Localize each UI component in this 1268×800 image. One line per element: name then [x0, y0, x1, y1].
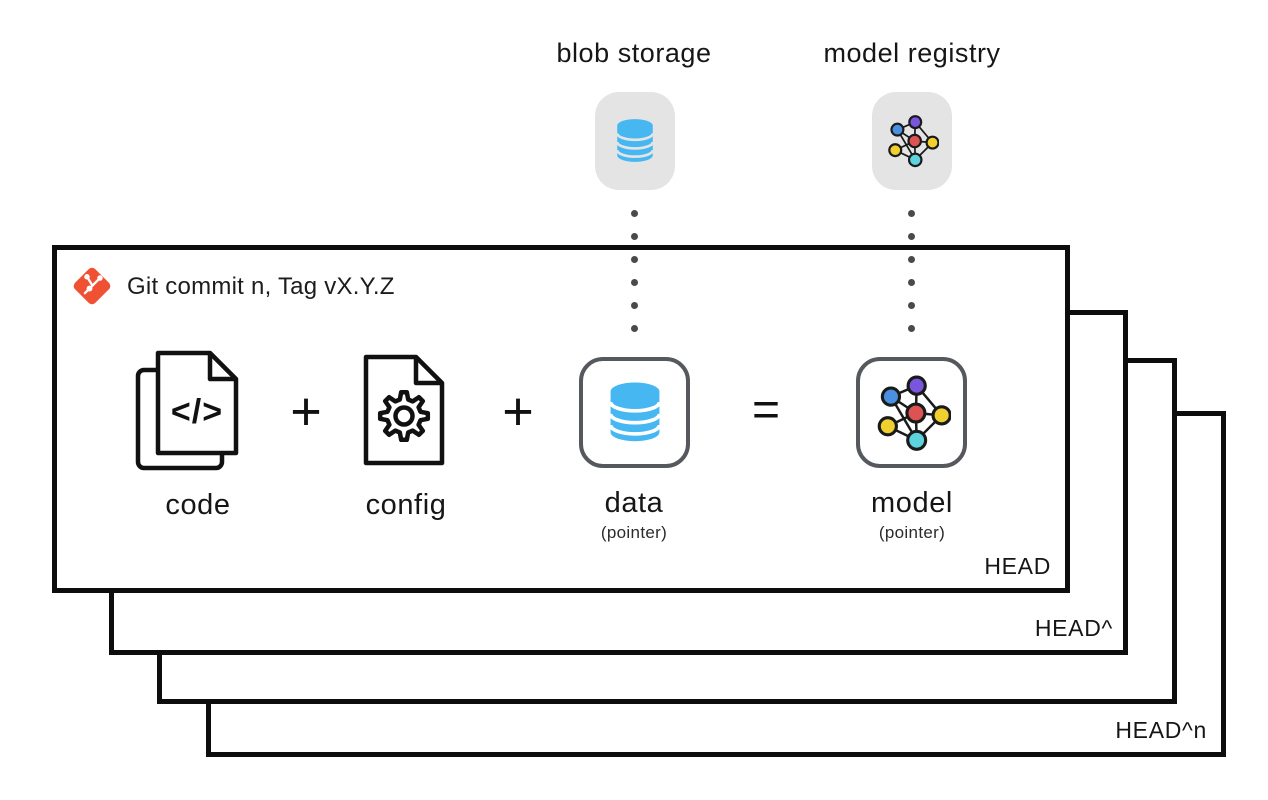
database-icon — [602, 378, 668, 447]
blob-storage-label: blob storage — [556, 38, 712, 68]
head-label: HEAD — [984, 553, 1051, 579]
dot — [908, 256, 915, 263]
blob-storage-connector — [631, 210, 638, 332]
model-label: model — [871, 487, 953, 519]
git-commit-title: Git commit n, Tag vX.Y.Z — [127, 273, 395, 300]
config-label: config — [365, 489, 447, 521]
dot — [631, 279, 638, 286]
dot — [908, 279, 915, 286]
plus-operator: + — [290, 381, 322, 442]
dot — [631, 210, 638, 217]
code-glyph: </> — [171, 393, 223, 431]
dot — [631, 256, 638, 263]
git-icon — [73, 267, 111, 305]
blob-storage-tile — [595, 92, 675, 190]
model-registry-tile — [872, 92, 952, 190]
code-label: code — [165, 489, 231, 521]
dot — [908, 325, 915, 332]
neural-network-icon — [873, 374, 951, 452]
model-registry-connector — [908, 210, 915, 332]
dot — [908, 302, 915, 309]
dot — [908, 233, 915, 240]
equals-operator: = — [751, 383, 781, 437]
dot — [631, 233, 638, 240]
data-label: data — [604, 487, 664, 519]
config-file-icon — [363, 354, 445, 466]
model-tile — [856, 357, 967, 468]
head-parent-label: HEAD^ — [1034, 615, 1113, 641]
model-pointer-label: (pointer) — [878, 523, 946, 542]
dot — [631, 302, 638, 309]
data-tile — [579, 357, 690, 468]
model-registry-label: model registry — [823, 38, 1001, 68]
code-file-icon: </> — [135, 350, 239, 471]
plus-operator: + — [502, 381, 534, 442]
head-n-label: HEAD^n — [1115, 717, 1207, 743]
dot — [631, 325, 638, 332]
dot — [908, 210, 915, 217]
data-pointer-label: (pointer) — [600, 523, 668, 542]
